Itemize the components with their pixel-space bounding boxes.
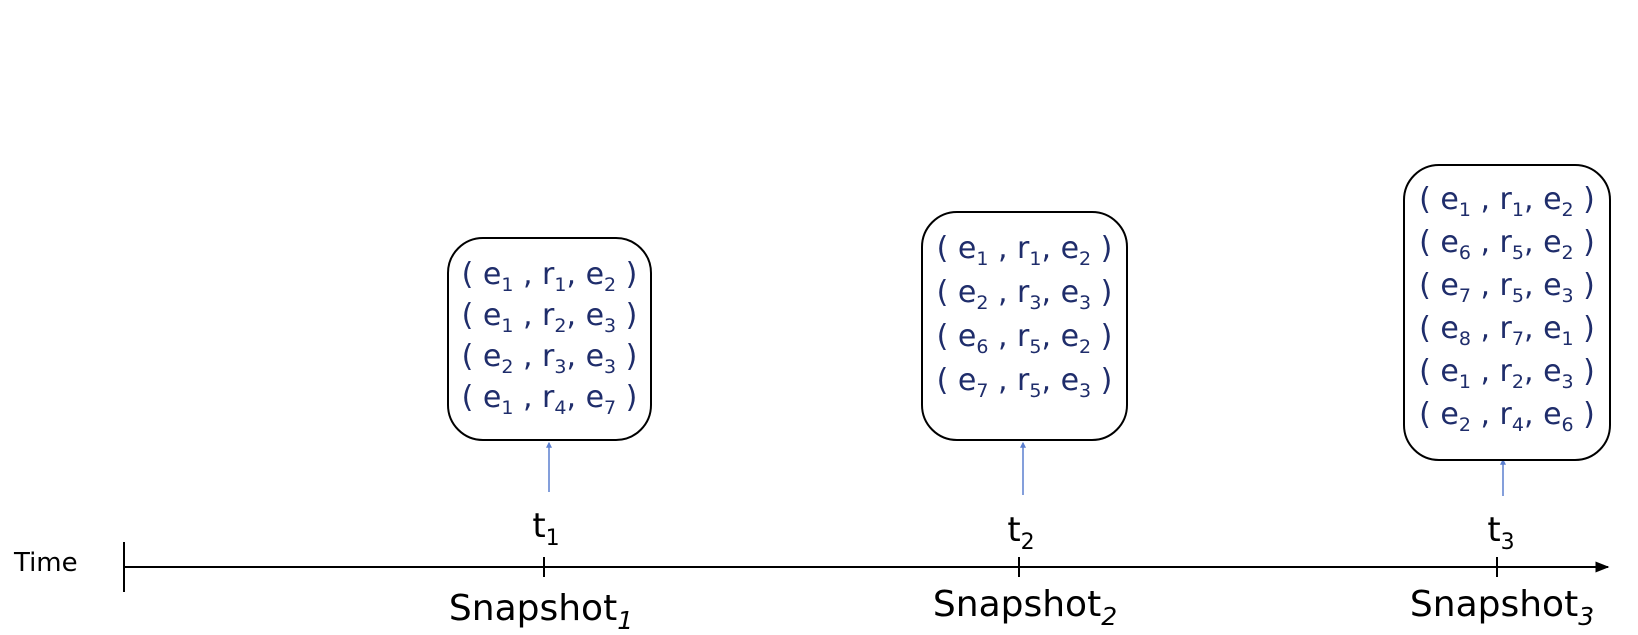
snapshot-label-2: Snapshot2 [932,584,1118,631]
tick-label-3: t3 [1487,510,1515,555]
triple: ( e1 , r1, e2 ) [461,257,638,296]
snapshot-label-1: Snapshot1 [448,588,634,635]
snapshot-box-1: ( e1 , r1, e2 ) ( e1 , r2, e3 ) ( e2 , r… [447,237,652,441]
triple: ( e6 , r5, e2 ) [936,319,1113,358]
triple: ( e1 , r1, e2 ) [1419,182,1595,221]
snapshot-box-3: ( e1 , r1, e2 ) ( e6 , r5, e2 ) ( e7 , r… [1403,164,1611,461]
triple: ( e2 , r4, e6 ) [1419,397,1595,436]
snapshot-box-2: ( e1 , r1, e2 ) ( e2 , r3, e3 ) ( e6 , r… [921,211,1128,441]
triple: ( e6 , r5, e2 ) [1419,225,1595,264]
tick-label-1: t1 [532,506,560,551]
triple: ( e7 , r5, e3 ) [936,363,1113,402]
triple: ( e1 , r1, e2 ) [936,231,1113,270]
triple: ( e8 , r7, e1 ) [1419,311,1595,350]
triple: ( e2 , r3, e3 ) [936,275,1113,314]
triple: ( e1 , r2, e3 ) [1419,354,1595,393]
time-axis-label: Time [14,548,78,578]
triple: ( e1 , r2, e3 ) [461,298,638,337]
triple: ( e1 , r4, e7 ) [461,380,638,419]
triple: ( e2 , r3, e3 ) [461,339,638,378]
tick-label-2: t2 [1007,510,1035,555]
snapshot-label-3: Snapshot3 [1409,584,1595,631]
triple: ( e7 , r5, e3 ) [1419,268,1595,307]
